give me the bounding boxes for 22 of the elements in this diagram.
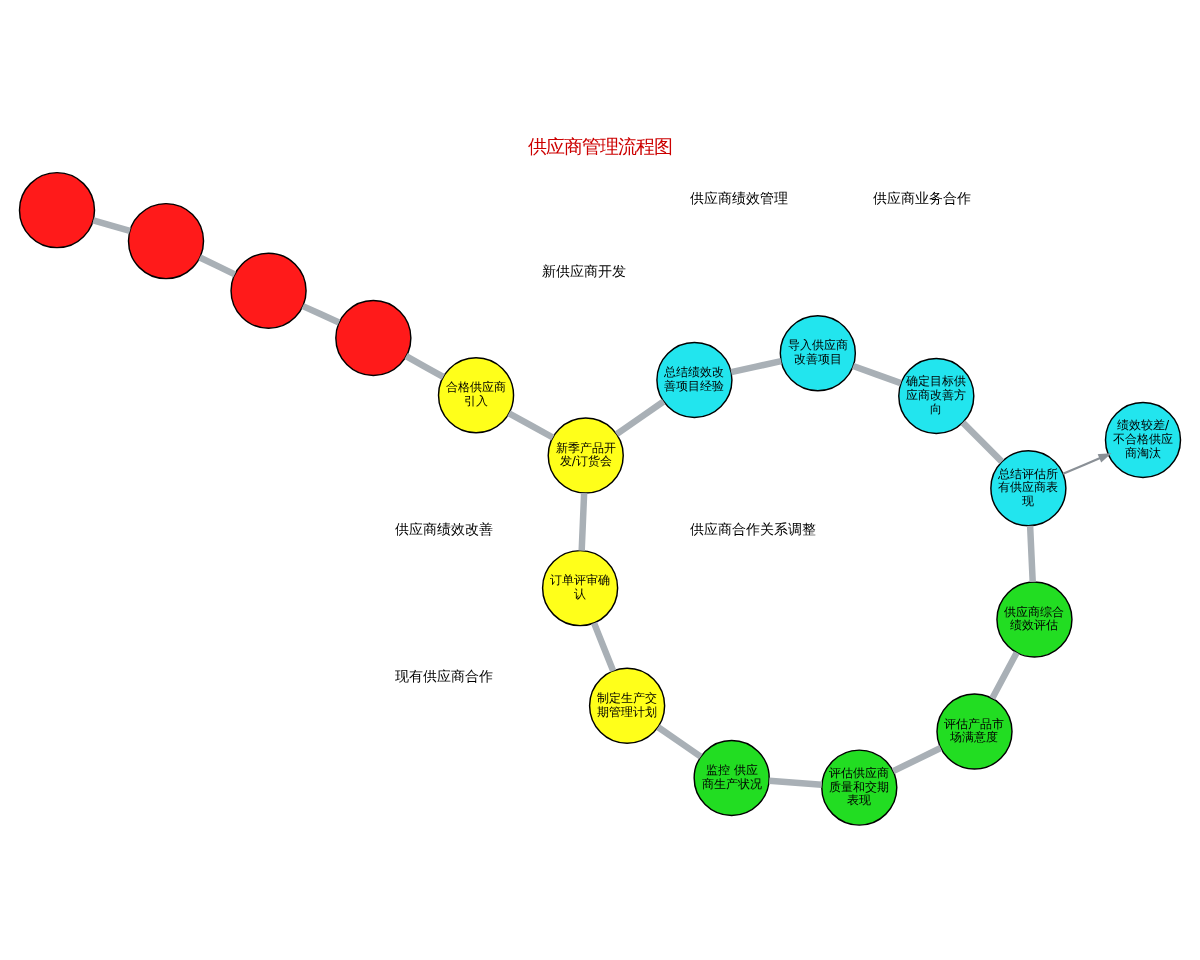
connector <box>614 398 666 437</box>
connector <box>92 217 131 234</box>
connector <box>591 621 617 673</box>
connector <box>730 358 782 376</box>
connector <box>301 303 341 326</box>
connector <box>891 745 942 774</box>
connector <box>578 493 588 551</box>
connector <box>1026 525 1036 583</box>
connector <box>769 777 822 788</box>
arrow <box>1062 453 1112 475</box>
connector <box>989 651 1020 700</box>
node-circle <box>230 252 307 329</box>
diagram-title: 供应商管理流程图 <box>528 136 672 159</box>
node-circle <box>127 202 205 280</box>
connector <box>656 724 703 760</box>
connector <box>198 254 237 278</box>
connector <box>960 420 1005 464</box>
connector <box>852 362 902 387</box>
node-circle <box>335 299 412 377</box>
connector <box>507 410 555 441</box>
node-circle <box>18 171 96 249</box>
connector <box>404 353 445 380</box>
